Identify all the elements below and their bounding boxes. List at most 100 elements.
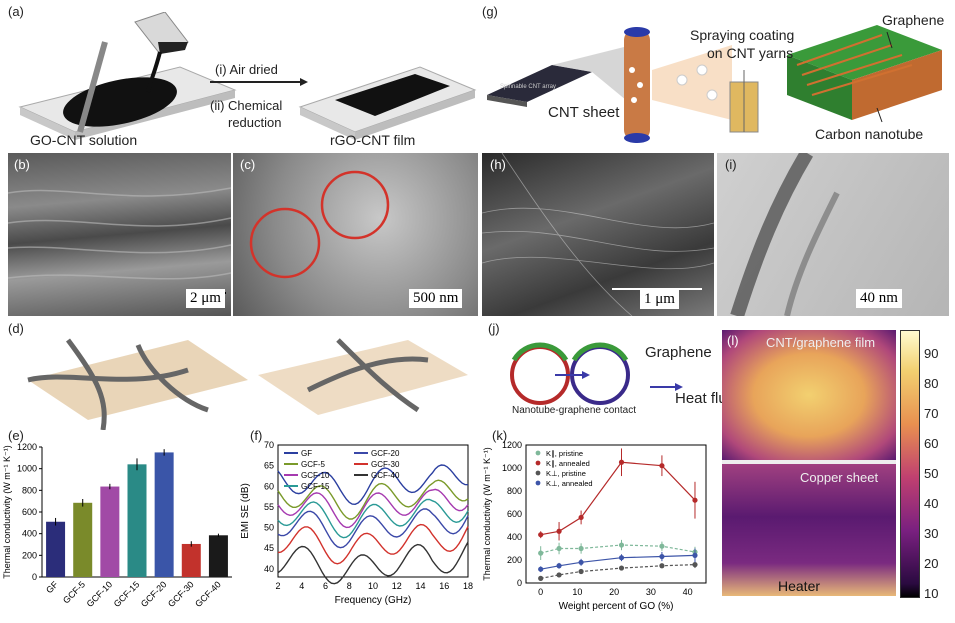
graphene-label: Graphene: [882, 12, 945, 28]
f-ytick-label: 70: [264, 440, 274, 450]
panel-g-schematic: Spinnable CNT array: [487, 25, 942, 143]
spray-coating-label-2: on CNT yarns: [707, 45, 794, 61]
f-legend-label: GCF-30: [371, 460, 400, 469]
panel-label-k: (k): [492, 428, 508, 443]
f-xlabel: Frequency (GHz): [335, 595, 412, 606]
f-series-line: [277, 498, 469, 539]
e-category-label: GCF-15: [112, 579, 142, 609]
colorbar-tick-label: 30: [924, 526, 939, 541]
f-series-line: [277, 464, 469, 506]
scalebar-h-line: [612, 288, 702, 290]
k-point: [538, 575, 544, 581]
e-bar: [127, 464, 147, 577]
e-bar: [46, 521, 66, 577]
e-ylabel: Thermal conductivity (W m⁻¹ K⁻¹): [2, 445, 12, 579]
e-ytick-label: 600: [22, 507, 37, 517]
step-chemical: (ii) Chemical: [210, 98, 283, 113]
k-frame: [525, 444, 707, 584]
k-ytick-label: 400: [507, 532, 522, 542]
rgo-cnt-caption: rGO-CNT film: [330, 132, 416, 148]
k-point: [578, 545, 584, 552]
k-legend-label: K∥, annealed: [546, 459, 590, 468]
k-series-line: [540, 461, 696, 536]
f-ytick-label: 45: [264, 543, 274, 553]
panel-label-h: (h): [490, 157, 506, 172]
l-copper-label: Copper sheet: [800, 470, 879, 485]
f-series-line: [277, 508, 469, 549]
colorbar-tick-label: 70: [924, 406, 939, 421]
e-ytick-label: 800: [22, 485, 37, 495]
f-xtick-label: 8: [347, 581, 352, 591]
f-legend-label: GCF-20: [371, 449, 400, 458]
f-legend-label: GCF-10: [301, 471, 330, 480]
e-bar: [154, 452, 174, 577]
k-ytick-label: 200: [507, 555, 522, 565]
k-legend-marker: [535, 480, 541, 486]
f-xtick-label: 18: [463, 581, 473, 591]
k-legend-marker: [535, 450, 541, 456]
panel-label-e: (e): [8, 428, 24, 443]
thermal-image-l: [722, 330, 896, 596]
tem-image-i: [717, 153, 949, 316]
f-xtick-label: 6: [323, 581, 328, 591]
e-bar: [208, 535, 228, 577]
spray-coating-label: Spraying coating: [690, 27, 795, 43]
e-category-label: GCF-20: [139, 579, 169, 609]
colorbar: [900, 330, 920, 598]
e-bar: [73, 502, 93, 577]
k-point: [692, 562, 698, 568]
panel-label-b: (b): [14, 157, 30, 172]
f-xtick-label: 10: [368, 581, 378, 591]
f-series-line: [277, 479, 469, 520]
f-ytick-label: 40: [264, 564, 274, 574]
f-xtick-label: 2: [275, 581, 280, 591]
colorbar-tick-label: 10: [924, 586, 939, 601]
panel-label-f: (f): [250, 428, 263, 443]
k-xtick-label: 40: [683, 587, 693, 597]
e-category-label: GCF-40: [193, 579, 223, 609]
k-point: [556, 545, 562, 552]
panel-label-a: (a): [8, 4, 24, 19]
k-ytick-label: 1200: [502, 440, 522, 450]
k-xlabel: Weight percent of GO (%): [559, 601, 674, 612]
k-legend-label: K⊥, annealed: [546, 479, 593, 488]
k-point: [659, 563, 665, 569]
step-air-dried: (i) Air dried: [215, 62, 278, 77]
k-legend-marker: [535, 460, 541, 466]
carbon-nanotube-label: Carbon nanotube: [815, 126, 924, 142]
k-point: [538, 566, 544, 572]
k-point: [618, 542, 625, 548]
k-point: [618, 555, 625, 561]
f-ytick-label: 65: [264, 461, 274, 471]
cnt-sheet-label: CNT sheet: [548, 104, 620, 121]
k-point: [556, 572, 562, 578]
f-legend-label: GCF-5: [301, 460, 326, 469]
l-film-label: CNT/graphene film: [766, 335, 876, 350]
k-xtick-label: 30: [646, 587, 656, 597]
e-ytick-label: 400: [22, 529, 37, 539]
f-legend-label: GF: [301, 449, 312, 458]
k-ytick-label: 0: [517, 578, 522, 588]
j-graphene-label: Graphene: [645, 344, 712, 361]
panel-label-c: (c): [240, 157, 256, 172]
k-point: [659, 463, 665, 469]
k-xtick-label: 0: [538, 587, 543, 597]
f-ytick-label: 50: [264, 523, 274, 533]
colorbar-tick-label: 60: [924, 436, 939, 451]
f-xtick-label: 14: [415, 581, 425, 591]
f-ytick-label: 60: [264, 481, 274, 491]
panel-j-schematic: [510, 342, 683, 405]
go-cnt-caption: GO-CNT solution: [30, 132, 138, 148]
e-ytick-label: 1200: [17, 442, 37, 452]
k-series-line: [540, 554, 696, 570]
panel-label-d: (d): [8, 321, 24, 336]
k-point: [578, 514, 584, 521]
e-category-label: GF: [44, 579, 60, 595]
colorbar-tick-label: 80: [924, 376, 939, 391]
f-ylabel: EMI SE (dB): [240, 483, 251, 539]
f-legend-label: GCF-40: [371, 471, 400, 480]
e-bar: [181, 543, 201, 577]
l-heater-label: Heater: [778, 578, 821, 594]
